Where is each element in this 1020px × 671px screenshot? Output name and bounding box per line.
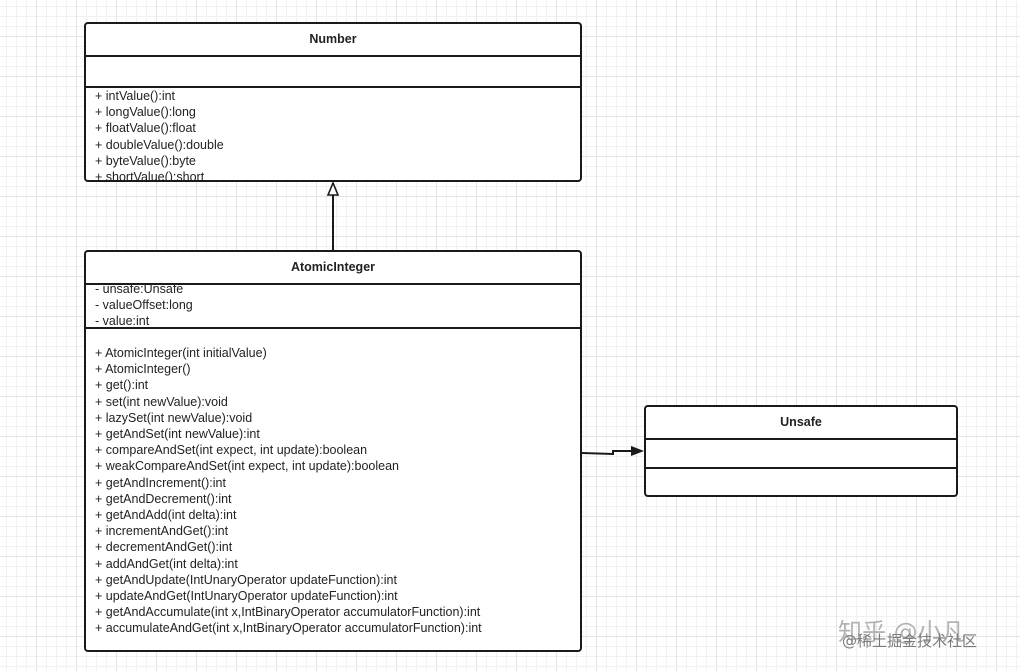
operation: + lazySet(int newValue):void <box>95 410 253 425</box>
operation: + weakCompareAndSet(int expect, int upda… <box>95 459 400 474</box>
association-line <box>581 450 632 456</box>
attribute: - value:int <box>95 314 150 328</box>
atomicinteger-attributes: - unsafe:Unsafe - valueOffset:long - val… <box>86 282 580 328</box>
operation: + doubleValue():double <box>95 137 224 152</box>
unsafe-class[interactable]: Unsafe <box>644 405 958 497</box>
operation: + accumulateAndGet(int x,IntBinaryOperat… <box>95 621 482 636</box>
unsafe-class-name: Unsafe <box>780 415 822 429</box>
operation: + updateAndGet(IntUnaryOperator updateFu… <box>95 589 398 604</box>
generalization-arrowhead <box>326 180 340 196</box>
operation: + byteValue():byte <box>95 153 196 168</box>
atomicinteger-class[interactable]: AtomicInteger - unsafe:Unsafe - valueOff… <box>84 250 582 652</box>
operation: + getAndSet(int newValue):int <box>95 427 260 442</box>
number-attributes <box>86 55 580 86</box>
unsafe-operations <box>646 467 956 495</box>
attribute: - unsafe:Unsafe <box>95 282 184 296</box>
attribute: - valueOffset:long <box>95 298 193 312</box>
unsafe-attributes <box>646 438 956 467</box>
juejin-watermark: @稀土掘金技术社区 <box>842 632 978 650</box>
operation: + getAndIncrement():int <box>95 475 226 490</box>
operation: + compareAndSet(int expect, int update):… <box>95 443 368 458</box>
number-class[interactable]: Number + intValue():int + longValue():lo… <box>84 22 582 182</box>
number-operations: + intValue():int + longValue():long + fl… <box>86 86 580 182</box>
association-arrowhead <box>631 446 644 456</box>
operation: + getAndDecrement():int <box>95 491 232 506</box>
operation: + getAndAccumulate(int x,IntBinaryOperat… <box>95 605 481 620</box>
operation: + getAndUpdate(IntUnaryOperator updateFu… <box>95 572 397 587</box>
operation: + longValue():long <box>95 105 196 120</box>
operation: + get():int <box>95 378 149 393</box>
operation: + set(int newValue):void <box>95 394 228 409</box>
number-class-name: Number <box>309 32 357 46</box>
operation: + shortValue():short <box>95 170 205 182</box>
operation: + incrementAndGet():int <box>95 524 229 539</box>
operation: + AtomicInteger() <box>95 362 191 377</box>
operation: + AtomicInteger(int initialValue) <box>95 346 267 360</box>
zhihu-watermark: 知乎 @小凡 <box>838 618 966 646</box>
operation: + addAndGet(int delta):int <box>95 556 238 571</box>
operation: + floatValue():float <box>95 121 196 136</box>
operation: + decrementAndGet():int <box>95 540 233 555</box>
atomicinteger-class-name: AtomicInteger <box>290 260 376 274</box>
operation: + intValue():int <box>95 89 176 103</box>
operation: + getAndAdd(int delta):int <box>95 508 237 523</box>
atomicinteger-operations: + AtomicInteger(int initialValue) + Atom… <box>86 327 580 637</box>
